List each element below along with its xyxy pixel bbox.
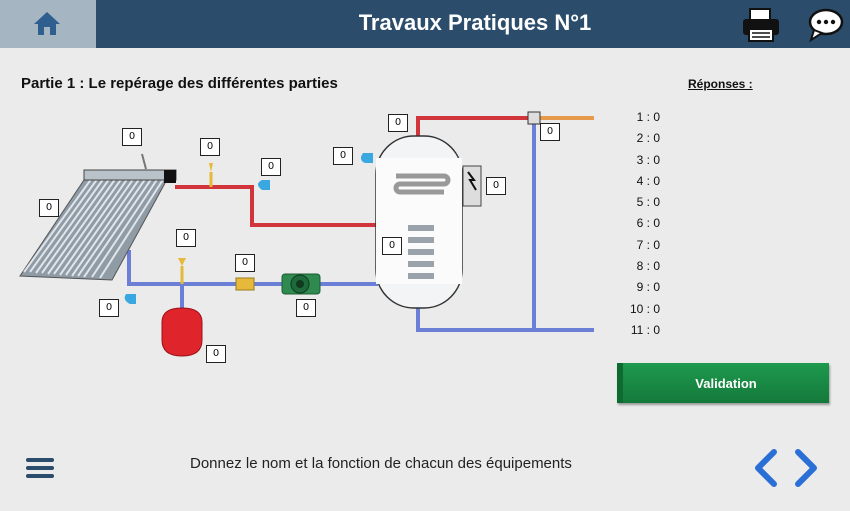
- storage-tank: [375, 135, 482, 309]
- answer-item: 8 : 0: [636, 259, 660, 274]
- solar-collector: [19, 153, 177, 281]
- diagram-label[interactable]: 0: [99, 299, 119, 317]
- hot-water-pipes: [175, 116, 532, 227]
- answer-item: 6 : 0: [636, 216, 660, 231]
- menu-button[interactable]: [25, 456, 55, 485]
- answer-item: 5 : 0: [636, 195, 660, 210]
- hamburger-menu-icon: [26, 458, 54, 478]
- instruction-text: Donnez le nom et la fonction de chacun d…: [190, 455, 572, 472]
- answers-heading: Réponses :: [688, 77, 753, 91]
- answer-item: 9 : 0: [636, 280, 660, 295]
- circulation-pump: [281, 273, 321, 295]
- print-button[interactable]: [740, 6, 782, 44]
- diagram-label[interactable]: 0: [388, 114, 408, 132]
- air-vent-valve: [209, 163, 213, 172]
- answer-item: 11 : 0: [630, 322, 660, 337]
- diagram-label[interactable]: 0: [122, 128, 142, 146]
- home-icon: [34, 12, 60, 35]
- diagram-label[interactable]: 0: [176, 229, 196, 247]
- diagram-label[interactable]: 0: [200, 138, 220, 156]
- section-title: Partie 1 : Le repérage des différentes p…: [21, 75, 338, 92]
- chevron-right-icon: [795, 449, 817, 487]
- answer-item: 10 : 0: [629, 301, 660, 316]
- answer-item: 2 : 0: [636, 131, 660, 146]
- next-button[interactable]: [792, 448, 820, 493]
- drain-valve-bottom: [124, 294, 136, 304]
- diagram-label[interactable]: 0: [39, 199, 59, 217]
- printer-icon: [743, 8, 779, 42]
- answer-item: 3 : 0: [636, 152, 660, 167]
- diagram-label[interactable]: 0: [333, 147, 353, 165]
- diagram-label[interactable]: 0: [486, 177, 506, 195]
- chat-bubble-icon: [808, 8, 844, 43]
- answer-item: 4 : 0: [636, 173, 660, 188]
- diagram-label[interactable]: 0: [540, 123, 560, 141]
- header-bar: Travaux Pratiques N°1: [0, 0, 850, 48]
- check-valve: [235, 277, 255, 291]
- answers-list: 1 : 0 2 : 0 3 : 0 4 : 0 5 : 0 6 : 0 7 : …: [610, 107, 660, 341]
- safety-valve: [178, 258, 186, 266]
- diagram-label[interactable]: 0: [261, 158, 281, 176]
- home-button[interactable]: [0, 0, 96, 48]
- mixing-valve: [527, 111, 541, 125]
- chevron-left-icon: [755, 449, 777, 487]
- expansion-vessel: [161, 307, 203, 357]
- page-title: Travaux Pratiques N°1: [358, 10, 592, 35]
- chat-button[interactable]: [806, 6, 846, 44]
- validation-button[interactable]: Validation: [617, 363, 829, 403]
- diagram-label[interactable]: 0: [235, 254, 255, 272]
- answer-item: 1 : 0: [636, 110, 660, 124]
- previous-button[interactable]: [752, 448, 780, 493]
- answer-item: 7 : 0: [636, 237, 660, 252]
- diagram-label[interactable]: 0: [382, 237, 402, 255]
- drain-valve-top: [258, 180, 270, 190]
- solar-water-heater-diagram: [19, 111, 594, 357]
- diagram-label[interactable]: 0: [296, 299, 316, 317]
- diagram-label[interactable]: 0: [206, 345, 226, 363]
- thermometer-valve: [360, 153, 373, 163]
